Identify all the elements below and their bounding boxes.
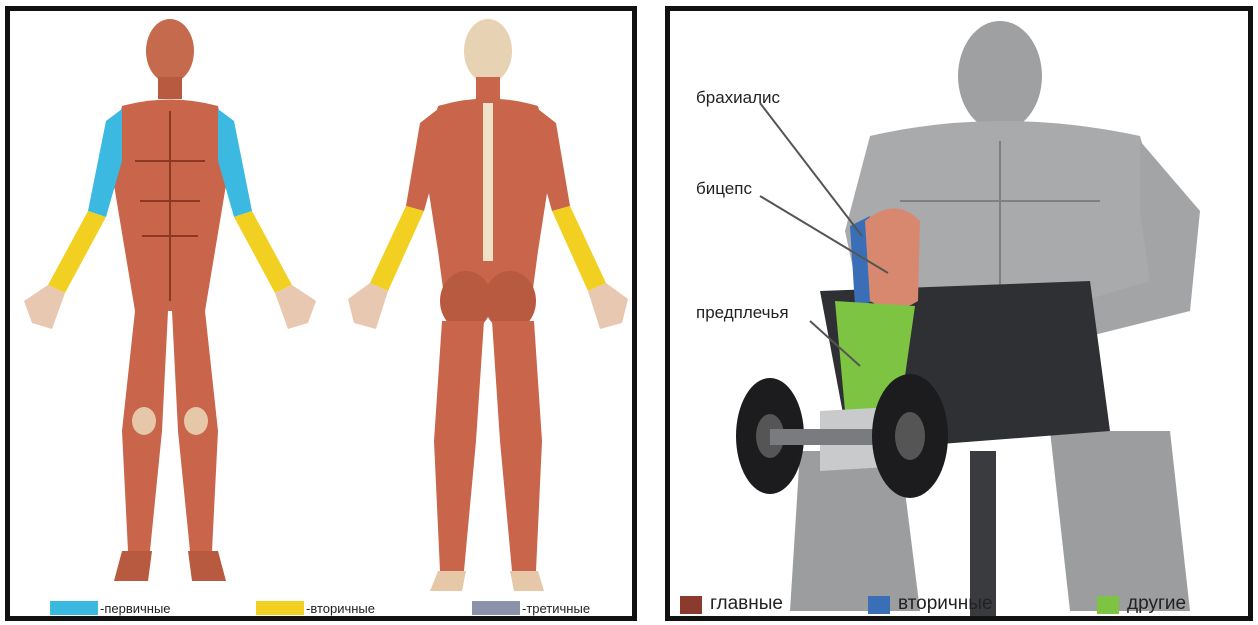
- back-neck: [476, 77, 500, 99]
- front-left-hand: [24, 285, 65, 329]
- front-right-forearm: [234, 211, 292, 293]
- back-right-leg: [492, 321, 542, 571]
- legend-label-other: другие: [1127, 593, 1186, 615]
- legend-label-secondary-right: вторичные: [898, 593, 993, 615]
- front-right-knee: [184, 407, 208, 435]
- legend-swatch-main: [680, 596, 702, 614]
- back-left-leg: [434, 321, 484, 571]
- back-right-hand: [588, 283, 628, 329]
- back-left-hand: [348, 283, 388, 329]
- legend-swatch-secondary-right: [868, 596, 890, 614]
- front-left-knee: [132, 407, 156, 435]
- legend-label-secondary: -вторичные: [306, 601, 375, 616]
- legend-swatch-tertiary: [472, 601, 520, 615]
- legend-swatch-other: [1097, 596, 1119, 614]
- legend-label-main: главные: [710, 593, 783, 615]
- back-head: [464, 19, 512, 83]
- biceps-muscle: [865, 209, 920, 309]
- muscle-map-panel: -первичные -вторичные -третичные: [5, 6, 637, 621]
- back-right-forearm: [552, 206, 606, 291]
- front-feet: [114, 551, 226, 581]
- front-head: [146, 19, 194, 83]
- front-left-forearm: [48, 211, 106, 293]
- legend-swatch-primary: [50, 601, 98, 615]
- front-right-hand: [275, 285, 316, 329]
- athlete-head: [958, 21, 1042, 131]
- callout-biceps: бицепс: [696, 179, 752, 199]
- back-left-forearm: [370, 206, 424, 291]
- anatomy-figures: [10, 11, 632, 616]
- legend-swatch-secondary: [256, 601, 304, 615]
- bench-post: [970, 451, 996, 616]
- front-neck: [158, 77, 182, 99]
- brachialis-leader-line: [760, 103, 862, 236]
- front-body-figure: [24, 19, 316, 581]
- callout-brachialis: брахиалис: [696, 88, 780, 108]
- back-body-figure: [348, 19, 628, 591]
- legend-label-tertiary: -третичные: [522, 601, 590, 616]
- back-feet: [430, 571, 544, 591]
- callout-forearms: предплечья: [696, 303, 789, 323]
- legend-label-primary: -первичные: [100, 601, 171, 616]
- exercise-illustration-panel: брахиалис бицепс предплечья главные втор…: [665, 6, 1253, 621]
